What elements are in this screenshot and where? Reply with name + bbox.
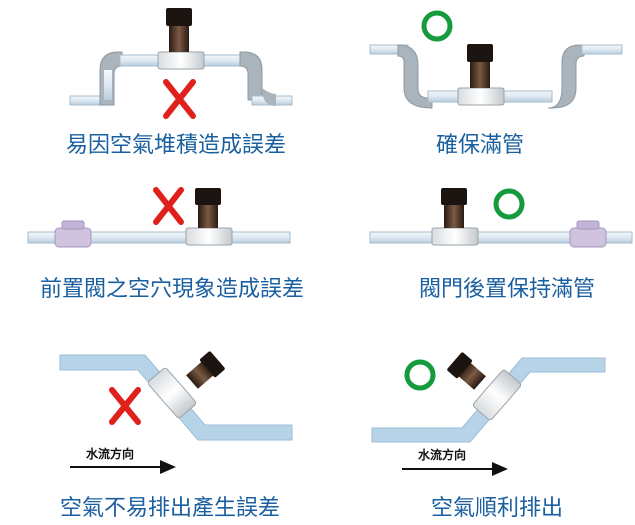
arrow-right-icon xyxy=(160,460,176,474)
elbow-fitting xyxy=(241,88,276,106)
pipe xyxy=(27,231,291,244)
red-x-icon xyxy=(163,79,196,119)
arrow-right-icon xyxy=(492,462,508,476)
flowmeter-sensor xyxy=(198,203,218,228)
tee-fitting xyxy=(157,51,205,70)
panel-6-illustration: 水流方向 xyxy=(371,352,606,476)
valve-icon xyxy=(569,220,607,248)
red-x-icon xyxy=(109,387,141,425)
elbow-fitting xyxy=(239,51,263,101)
tee-fitting xyxy=(431,227,479,246)
valve-icon xyxy=(54,220,92,248)
flow-direction-label: 水流方向 xyxy=(86,446,134,461)
pipe xyxy=(581,44,623,55)
panel-5-illustration: 水流方向 xyxy=(59,351,293,474)
panel-2-illustration xyxy=(369,10,623,109)
flowmeter-sensor xyxy=(447,352,486,390)
panel-3-caption: 前置閥之空穴現象造成誤差 xyxy=(40,277,304,302)
panel-1-caption: 易因空氣堆積造成誤差 xyxy=(66,133,286,158)
flow-direction-arrow xyxy=(70,460,176,474)
flowmeter-cap xyxy=(467,44,493,62)
tee-fitting xyxy=(185,227,233,246)
green-circle-icon xyxy=(404,359,436,391)
fitting-body xyxy=(472,369,522,421)
panel-3-illustration xyxy=(27,187,291,248)
flowmeter-cap xyxy=(195,188,221,205)
flowmeter-cap xyxy=(441,188,467,205)
flowmeter-sensor xyxy=(444,203,464,228)
flow-direction-label: 水流方向 xyxy=(418,447,466,462)
fitting-body xyxy=(147,367,197,419)
flowmeter-sensor xyxy=(470,60,490,88)
flowmeter-sensor xyxy=(186,351,225,389)
flowmeter-cap xyxy=(166,8,192,26)
pipe xyxy=(369,231,633,244)
panel-1-illustration xyxy=(69,8,293,119)
panel-6-caption: 空氣順利排出 xyxy=(431,496,563,521)
flow-direction-arrow xyxy=(402,462,508,476)
elbow-fitting xyxy=(397,44,433,109)
green-circle-icon xyxy=(421,10,453,42)
panel-4-caption: 閥門後置保持滿管 xyxy=(419,277,595,302)
panel-2-caption: 確保滿管 xyxy=(436,133,524,158)
pipe xyxy=(104,70,112,100)
tee-fitting xyxy=(457,87,505,106)
flowmeter-sensor xyxy=(169,24,189,52)
panel-4-illustration xyxy=(369,188,633,248)
panel-5-caption: 空氣不易排出產生誤差 xyxy=(60,496,280,521)
red-x-icon xyxy=(153,187,184,225)
green-circle-icon xyxy=(493,188,525,220)
elbow-fitting xyxy=(547,44,585,109)
